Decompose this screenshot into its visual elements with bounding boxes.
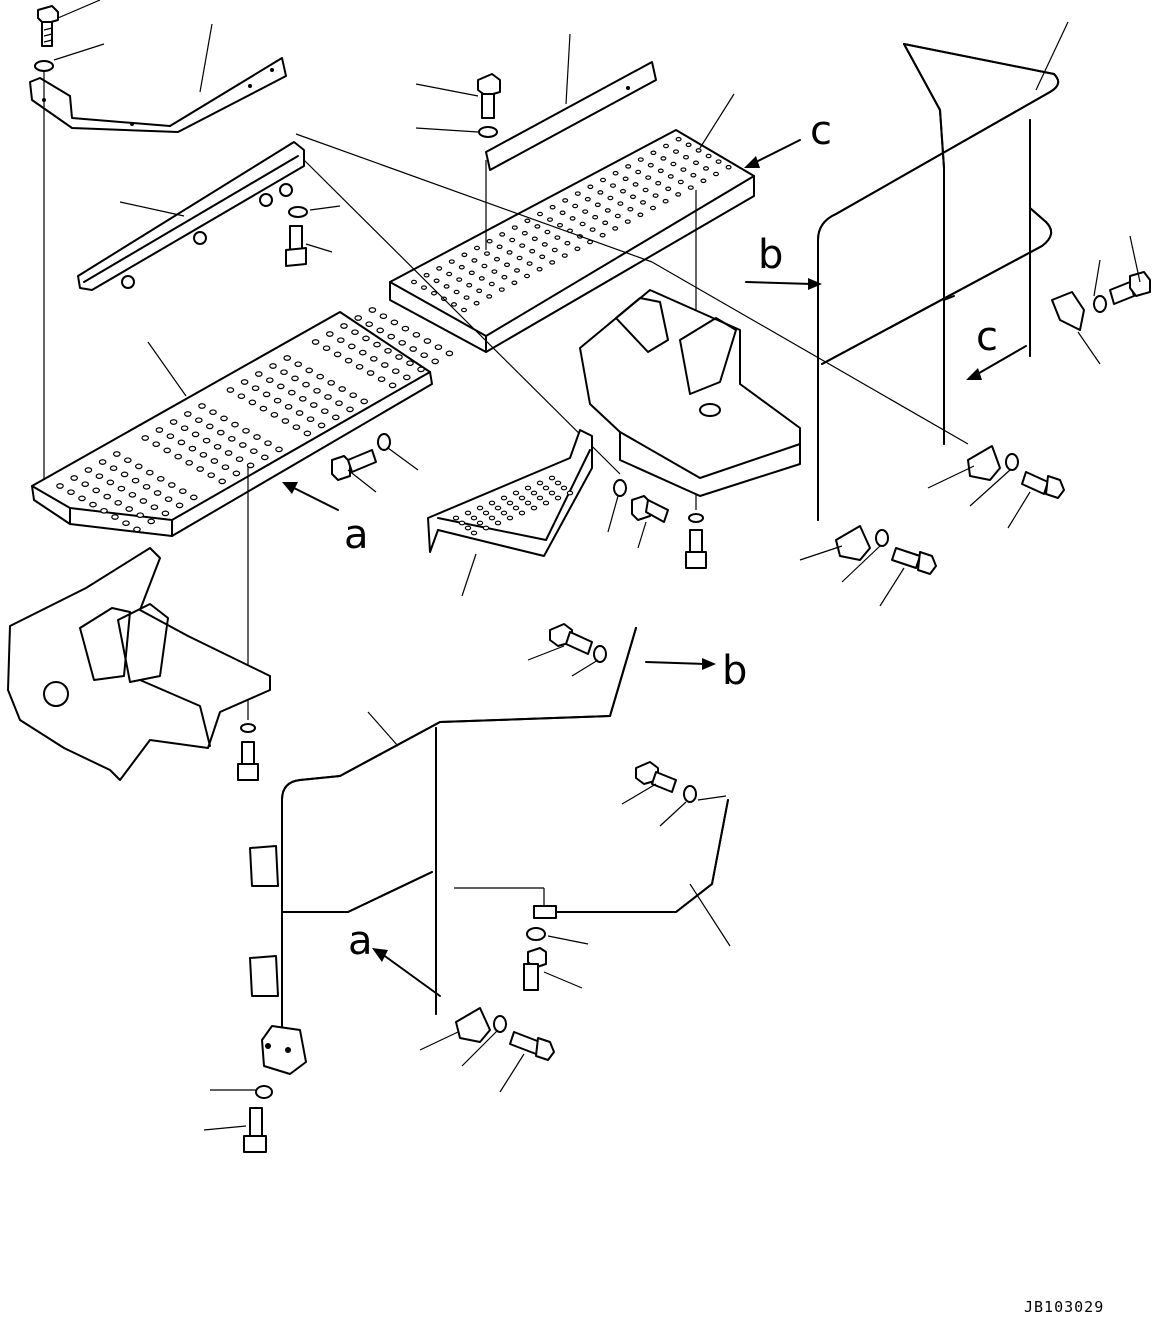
strip-washer-icon bbox=[288, 206, 308, 218]
lower-foot-washer-icon bbox=[255, 1085, 273, 1099]
side-rail-top-washer-icon bbox=[683, 785, 697, 803]
arrow-b-upper-icon bbox=[745, 278, 822, 290]
handrail-bolt-lower-icon bbox=[1021, 471, 1065, 499]
handrail-bracket-lower-icon bbox=[967, 445, 1001, 481]
frame-bolt-icon bbox=[237, 741, 259, 781]
left-platform bbox=[31, 307, 454, 537]
handrail-bracket-right-icon bbox=[1051, 291, 1085, 331]
side-rail-washer-icon bbox=[526, 927, 546, 941]
top-left-bolt-icon bbox=[37, 5, 59, 47]
guard-strip-bracket bbox=[77, 141, 305, 291]
frame-washer-icon bbox=[240, 723, 256, 733]
handrail-bolt-bottom-icon bbox=[891, 547, 937, 575]
center-washer-icon bbox=[688, 513, 704, 523]
arrow-c-upper-icon bbox=[744, 139, 801, 168]
leader-lines bbox=[53, 0, 1141, 1131]
arrow-a-upper-icon bbox=[282, 482, 339, 511]
handrail-washer-lower-icon bbox=[1005, 453, 1019, 471]
side-rail-top-bolt-icon bbox=[635, 761, 677, 793]
arrow-c-lower-icon bbox=[966, 345, 1027, 380]
arrow-b-lower-icon bbox=[645, 658, 716, 670]
lower-side-rail bbox=[533, 799, 729, 919]
step-washer-icon bbox=[613, 479, 627, 497]
callout-c-lower: c bbox=[976, 314, 998, 360]
lower-left-frame bbox=[7, 547, 271, 781]
lower-top-bolt-icon bbox=[549, 623, 593, 655]
handrail-bolt-right-icon bbox=[1109, 271, 1151, 305]
arrow-a-lower-icon bbox=[372, 948, 441, 997]
right-handrail bbox=[817, 43, 1060, 521]
upper-mid-strip bbox=[485, 61, 657, 171]
drawing-code: JB103029 bbox=[1024, 1298, 1104, 1316]
top-left-bracket bbox=[29, 57, 287, 133]
upper-mid-bolt-icon bbox=[477, 73, 501, 119]
mid-left-bolt-icon bbox=[331, 449, 377, 481]
small-step bbox=[427, 429, 593, 557]
lower-handrail bbox=[249, 627, 637, 1075]
step-bolt-icon bbox=[631, 495, 669, 523]
lower-bracket-washer-icon bbox=[493, 1015, 507, 1033]
center-mount-block bbox=[579, 289, 801, 497]
upper-mid-washer-icon bbox=[478, 126, 498, 138]
lower-top-washer-icon bbox=[593, 645, 607, 663]
handrail-washer-right-icon bbox=[1093, 295, 1107, 313]
lower-bracket-icon bbox=[455, 1007, 491, 1043]
callout-b-upper: b bbox=[758, 232, 783, 278]
handrail-bracket-bottom-icon bbox=[835, 525, 871, 561]
callout-c-upper: c bbox=[810, 108, 832, 154]
handrail-washer-bottom-icon bbox=[875, 529, 889, 547]
lower-foot-bolt-icon bbox=[243, 1107, 267, 1153]
right-platform bbox=[389, 129, 755, 353]
mid-left-washer-icon bbox=[377, 433, 391, 451]
lower-bracket-bolt-icon bbox=[509, 1031, 555, 1061]
top-left-washer-icon bbox=[34, 60, 54, 72]
side-rail-bolt-icon bbox=[523, 947, 547, 991]
callout-a-lower: a bbox=[348, 918, 373, 964]
strip-bolt-icon bbox=[285, 225, 307, 267]
center-bolt-icon bbox=[685, 529, 707, 569]
callout-a-upper: a bbox=[344, 512, 369, 558]
callout-b-lower: b bbox=[722, 648, 747, 694]
